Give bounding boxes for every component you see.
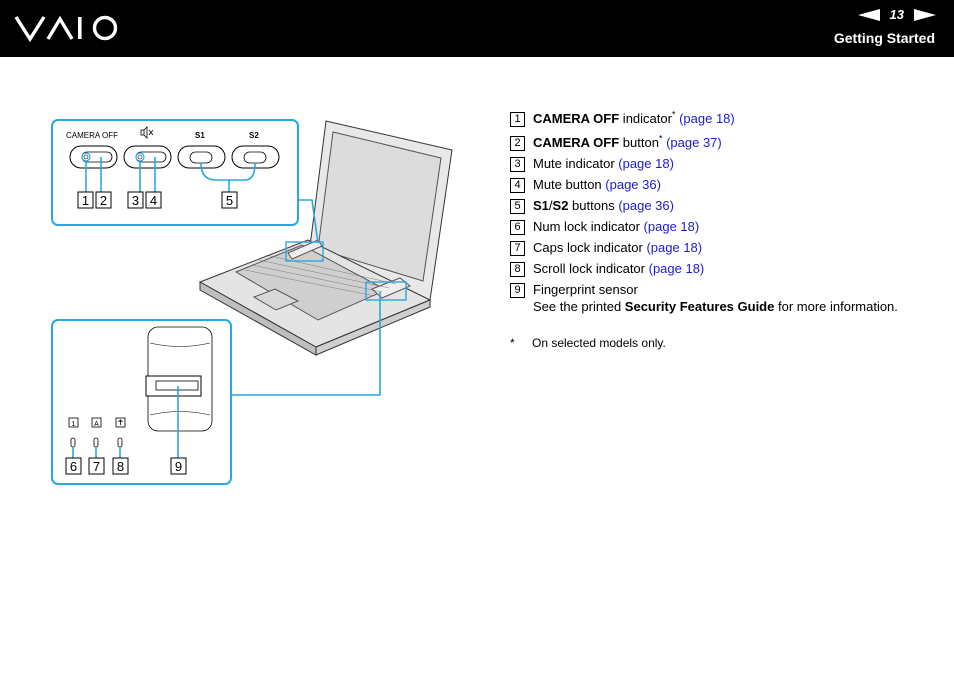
item-number: 8	[510, 262, 525, 277]
guide-title: Security Features Guide	[624, 299, 775, 314]
item-text: indicator	[619, 111, 672, 126]
item-bold: CAMERA OFF	[533, 135, 620, 150]
laptop-illustration	[198, 120, 453, 356]
list-item: 6 Num lock indicator (page 18)	[510, 218, 898, 239]
item-number: 7	[510, 241, 525, 256]
callout-5: 5	[226, 193, 233, 208]
laptop-figure: CAMERA OFF S1 S2 1 2 3 4 5	[51, 119, 453, 485]
vaio-logo	[14, 15, 118, 42]
page-nav: 13	[857, 7, 936, 22]
item-number: 6	[510, 220, 525, 235]
item-text-line2-end: for more information.	[774, 299, 898, 314]
item-bold: S1	[533, 198, 549, 213]
s2-label: S2	[249, 131, 259, 140]
list-item: 8 Scroll lock indicator (page 18)	[510, 260, 898, 281]
callout-9: 9	[175, 459, 182, 474]
previous-page-icon[interactable]	[857, 8, 880, 21]
item-number: 4	[510, 178, 525, 193]
callout-2: 2	[100, 193, 107, 208]
callout-8: 8	[117, 459, 124, 474]
mute-speaker-icon	[140, 126, 154, 139]
item-text-line2: See the printed	[533, 299, 625, 314]
page-link[interactable]: (page 18)	[618, 156, 674, 171]
page-link[interactable]: (page 36)	[618, 198, 674, 213]
list-item: 3 Mute indicator (page 18)	[510, 155, 898, 176]
section-title: Getting Started	[833, 30, 935, 46]
list-item: 7 Caps lock indicator (page 18)	[510, 239, 898, 260]
page-link[interactable]: (page 37)	[666, 135, 722, 150]
callout-6: 6	[70, 459, 77, 474]
svg-text:A: A	[94, 421, 99, 428]
item-bold: CAMERA OFF	[533, 111, 620, 126]
scroll-lock-icon	[115, 417, 126, 428]
num-lock-icon: 1	[68, 417, 79, 428]
item-text: Num lock indicator	[533, 219, 644, 234]
callout-3: 3	[132, 193, 139, 208]
item-bold-2: S2	[552, 198, 569, 213]
footnote-mark: *	[510, 336, 515, 350]
svg-text:1: 1	[72, 421, 76, 428]
list-item: 2 CAMERA OFF button* (page 37)	[510, 134, 898, 155]
item-number: 3	[510, 157, 525, 172]
page-number: 13	[889, 7, 904, 22]
list-item: 5 S1/S2 buttons (page 36)	[510, 197, 898, 218]
item-text: Caps lock indicator	[533, 240, 647, 255]
item-text: Scroll lock indicator	[533, 261, 649, 276]
footnote: * On selected models only.	[510, 336, 666, 350]
item-slash: /	[548, 198, 553, 213]
list-item: 9 Fingerprint sensor See the printed Sec…	[510, 281, 898, 321]
item-text: button	[619, 135, 659, 150]
item-text: Fingerprint sensor	[533, 282, 638, 297]
page-link[interactable]: (page 18)	[648, 261, 705, 276]
list-item: 1 CAMERA OFF indicator* (page 18)	[510, 110, 898, 131]
page-link[interactable]: (page 36)	[605, 177, 661, 192]
item-text: buttons	[568, 198, 619, 213]
item-number: 5	[510, 199, 525, 214]
page-link[interactable]: (page 18)	[646, 240, 703, 255]
camera-off-label: CAMERA OFF	[66, 131, 118, 140]
callout-7: 7	[93, 459, 100, 474]
page-link[interactable]: (page 18)	[643, 219, 700, 234]
item-number: 1	[510, 112, 525, 127]
item-number: 9	[510, 283, 525, 298]
item-text: Mute button	[533, 177, 606, 192]
header-bar: 13 Getting Started	[0, 0, 954, 57]
item-sup: *	[658, 133, 663, 144]
next-page-icon[interactable]	[914, 8, 936, 21]
item-sup: *	[671, 109, 676, 120]
component-list: 1 CAMERA OFF indicator* (page 18) 2 CAME…	[510, 110, 898, 321]
list-item: 4 Mute button (page 36)	[510, 176, 898, 197]
footnote-text: On selected models only.	[532, 336, 666, 350]
callout-4: 4	[150, 193, 157, 208]
item-number: 2	[510, 136, 525, 151]
item-text: Mute indicator	[533, 156, 619, 171]
caps-lock-icon: A	[91, 417, 102, 428]
page-link[interactable]: (page 18)	[679, 111, 735, 126]
s1-label: S1	[195, 131, 205, 140]
callout-1: 1	[82, 193, 89, 208]
